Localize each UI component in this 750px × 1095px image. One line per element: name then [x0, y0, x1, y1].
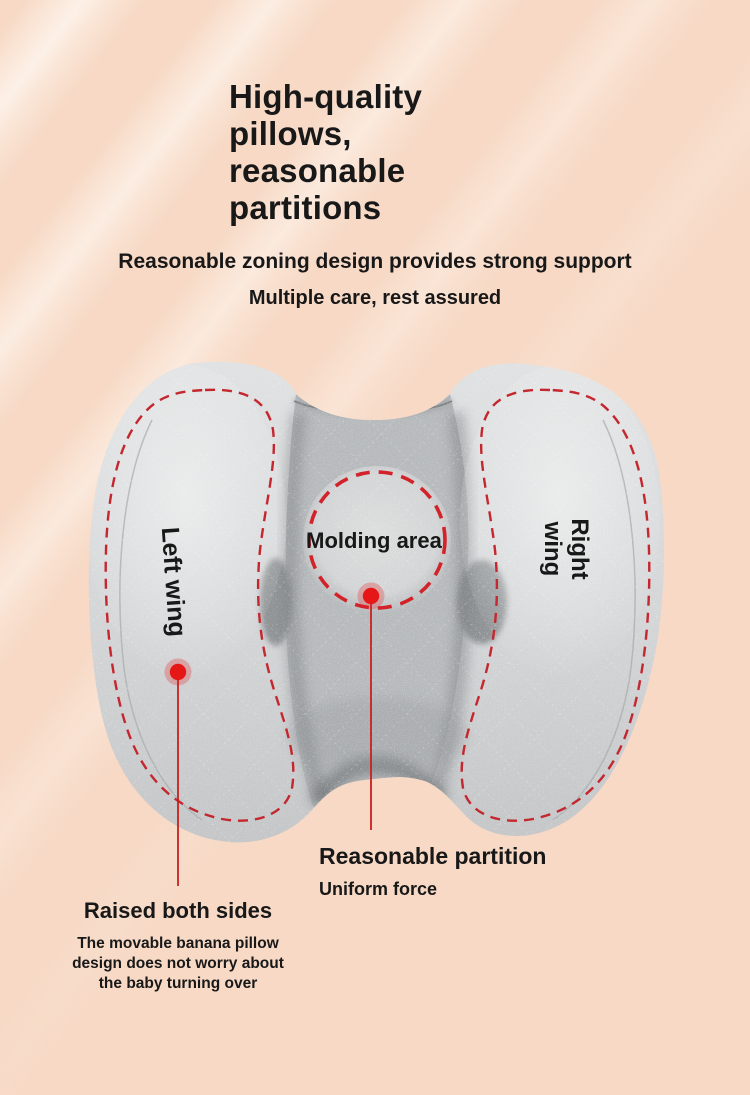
molding-area-outline	[307, 470, 447, 610]
right-wing-label: Right wing	[539, 518, 593, 580]
partition-subtitle: Uniform force	[319, 879, 438, 899]
leader-lines	[164, 582, 385, 886]
raised-title: Raised both sides	[83, 898, 273, 923]
left-wing-marker-dot	[164, 658, 192, 686]
tagline: Multiple care, rest assured	[248, 287, 502, 309]
molding-marker-dot	[357, 582, 385, 610]
raised-description: The movable banana pillow design does no…	[72, 935, 284, 992]
right-wing-outline	[460, 388, 651, 822]
molding-area-label: Molding area	[306, 528, 442, 553]
left-wing-outline	[104, 388, 295, 822]
partition-title: Reasonable partition	[319, 843, 547, 869]
subtitle: Reasonable zoning design provides strong…	[118, 250, 632, 273]
page-title: High-quality pillows, reasonable partiti…	[229, 78, 423, 226]
